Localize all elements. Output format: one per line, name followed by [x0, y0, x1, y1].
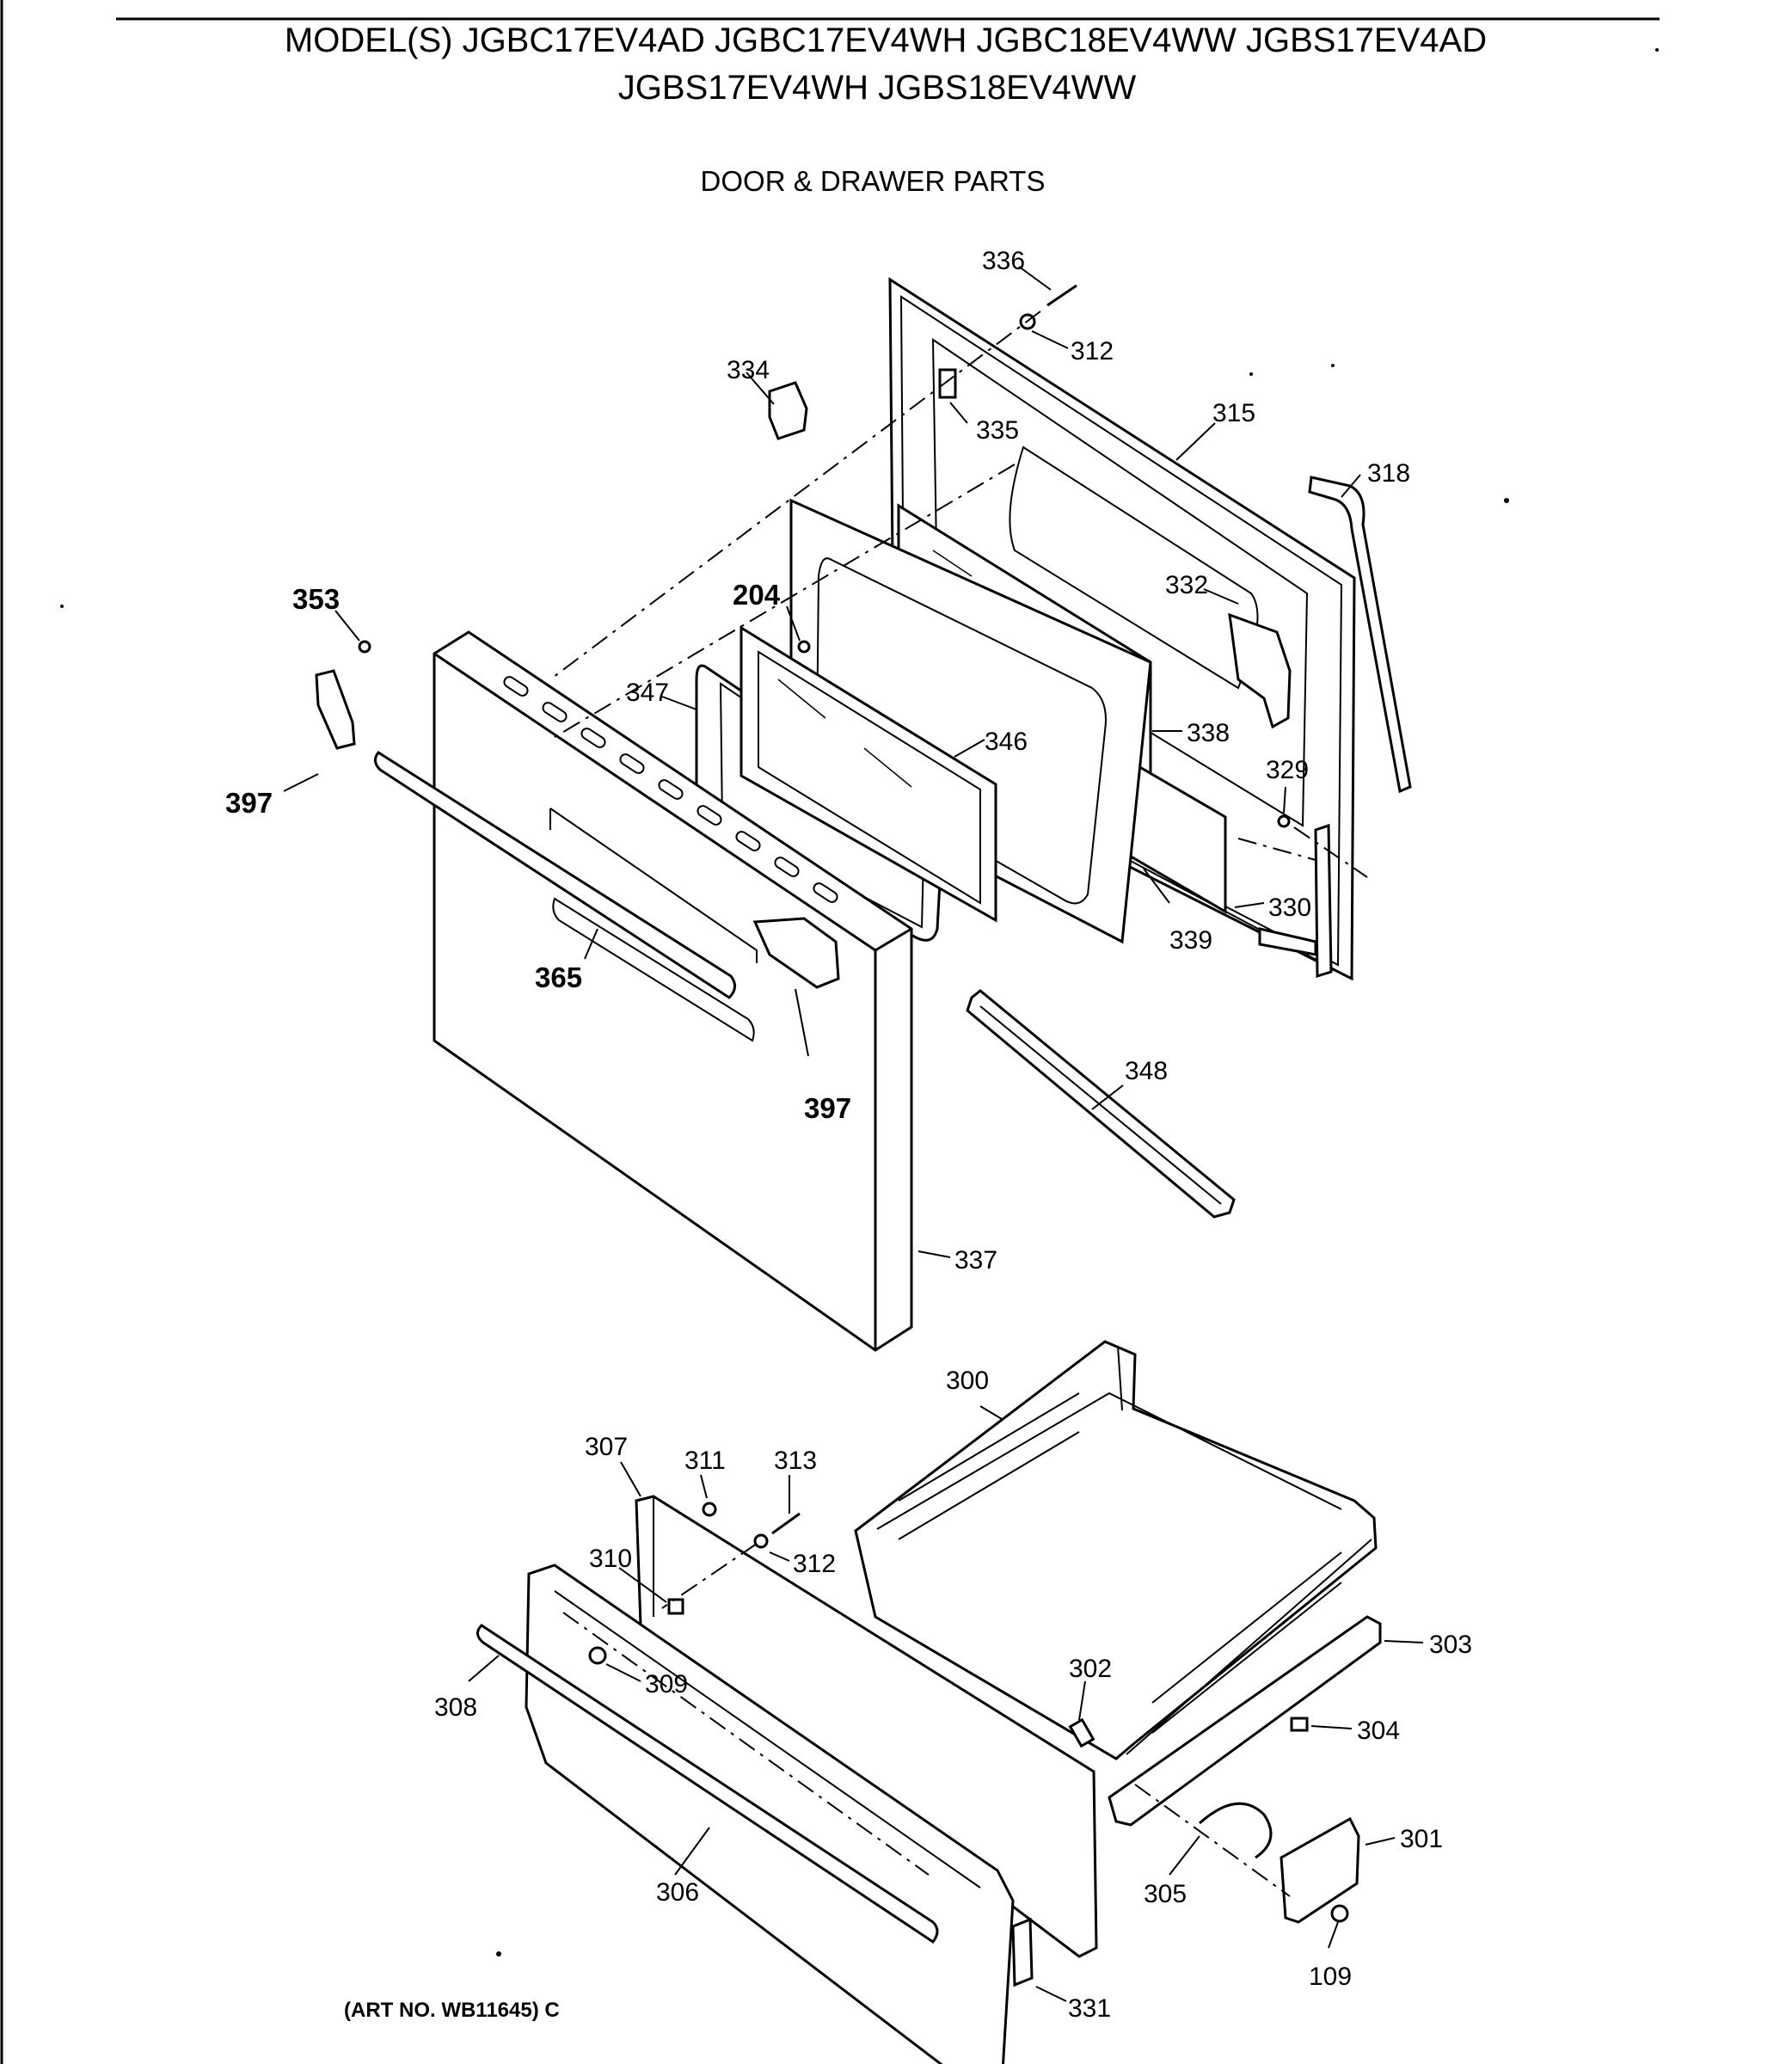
callout-304: 304	[1357, 1717, 1400, 1745]
leader-lines	[283, 266, 1424, 2002]
outer-door-panel-337	[433, 630, 913, 1352]
callout-337: 337	[954, 1246, 997, 1275]
callout-308: 308	[434, 1693, 477, 1722]
callout-329: 329	[1266, 756, 1309, 784]
callout-397-left: 397	[225, 787, 273, 819]
hinge-slot-335	[938, 368, 957, 399]
callout-310: 310	[589, 1545, 632, 1573]
door-handle-365	[374, 751, 736, 999]
callout-332: 332	[1165, 571, 1208, 599]
drawer-assembly-lines	[562, 1543, 1291, 1897]
callout-353: 353	[292, 583, 340, 615]
callout-312-drawer: 312	[793, 1550, 836, 1578]
callout-334: 334	[727, 356, 770, 384]
callout-301: 301	[1400, 1825, 1443, 1853]
glass-346	[740, 625, 997, 923]
nut-109	[1330, 1904, 1349, 1923]
roller-302	[1068, 1717, 1095, 1748]
bracket-331	[1011, 1917, 1034, 1987]
callout-330: 330	[1268, 894, 1311, 922]
handle-endcap-397-left	[315, 669, 356, 750]
drawer-body-300	[854, 1340, 1378, 1760]
callout-331: 331	[1068, 1994, 1111, 2023]
door-gasket-318	[1308, 476, 1412, 794]
callout-306: 306	[656, 1878, 699, 1907]
callout-336: 336	[982, 247, 1025, 275]
callout-300: 300	[946, 1367, 989, 1395]
callout-315: 315	[1212, 399, 1255, 427]
callout-303: 303	[1429, 1631, 1472, 1659]
screw-309	[588, 1646, 607, 1665]
door-assembly-lines	[549, 310, 1368, 878]
screw-336	[1046, 284, 1077, 307]
screw-329	[1277, 814, 1291, 828]
callout-346: 346	[985, 728, 1028, 756]
screw-313	[771, 1512, 801, 1535]
models-line-1: MODEL(S) JGBC17EV4AD JGBC17EV4WH JGBC18E…	[285, 22, 1487, 59]
callout-302: 302	[1069, 1655, 1112, 1683]
callout-347: 347	[626, 679, 669, 707]
callout-339: 339	[1169, 926, 1212, 955]
washer-312-drawer	[753, 1533, 769, 1549]
callout-312-top: 312	[1071, 337, 1114, 366]
bracket-301	[1280, 1816, 1360, 1924]
callout-348: 348	[1125, 1057, 1168, 1085]
callout-365: 365	[535, 961, 582, 993]
callouts: 336 312 334 335 315 318 353 204 332 347 …	[225, 247, 1472, 2023]
callout-313: 313	[774, 1447, 817, 1475]
drawer-handle-308	[476, 1624, 939, 1944]
washer-311	[702, 1502, 717, 1517]
door-hinge-330	[1258, 823, 1333, 979]
callout-204: 204	[733, 579, 781, 611]
models-line-2: JGBS17EV4WH JGBS18EV4WW	[618, 69, 1137, 107]
callout-309: 309	[645, 1670, 688, 1698]
callout-305: 305	[1144, 1880, 1187, 1908]
callout-307: 307	[585, 1433, 628, 1461]
callout-109: 109	[1309, 1963, 1352, 1991]
clip-334	[768, 381, 808, 440]
bracket-332	[1228, 612, 1292, 729]
callout-338: 338	[1187, 719, 1230, 747]
rail-348	[966, 989, 1236, 1219]
callout-318: 318	[1367, 459, 1410, 488]
scan-specks	[60, 48, 1659, 1956]
screw-204	[797, 640, 811, 654]
drawer-slide-303	[1108, 1615, 1382, 1827]
screw-353	[358, 640, 371, 654]
section-title: DOOR & DRAWER PARTS	[701, 165, 1046, 197]
art-number: (ART NO. WB11645) C	[344, 1999, 560, 2022]
spring-305	[1199, 1802, 1273, 1859]
clip-304	[1290, 1717, 1309, 1732]
handle-endcap-397-right	[752, 917, 840, 989]
clip-310	[667, 1598, 684, 1615]
callout-397-right: 397	[804, 1092, 851, 1124]
callout-311: 311	[684, 1447, 726, 1475]
callout-335: 335	[976, 416, 1019, 445]
